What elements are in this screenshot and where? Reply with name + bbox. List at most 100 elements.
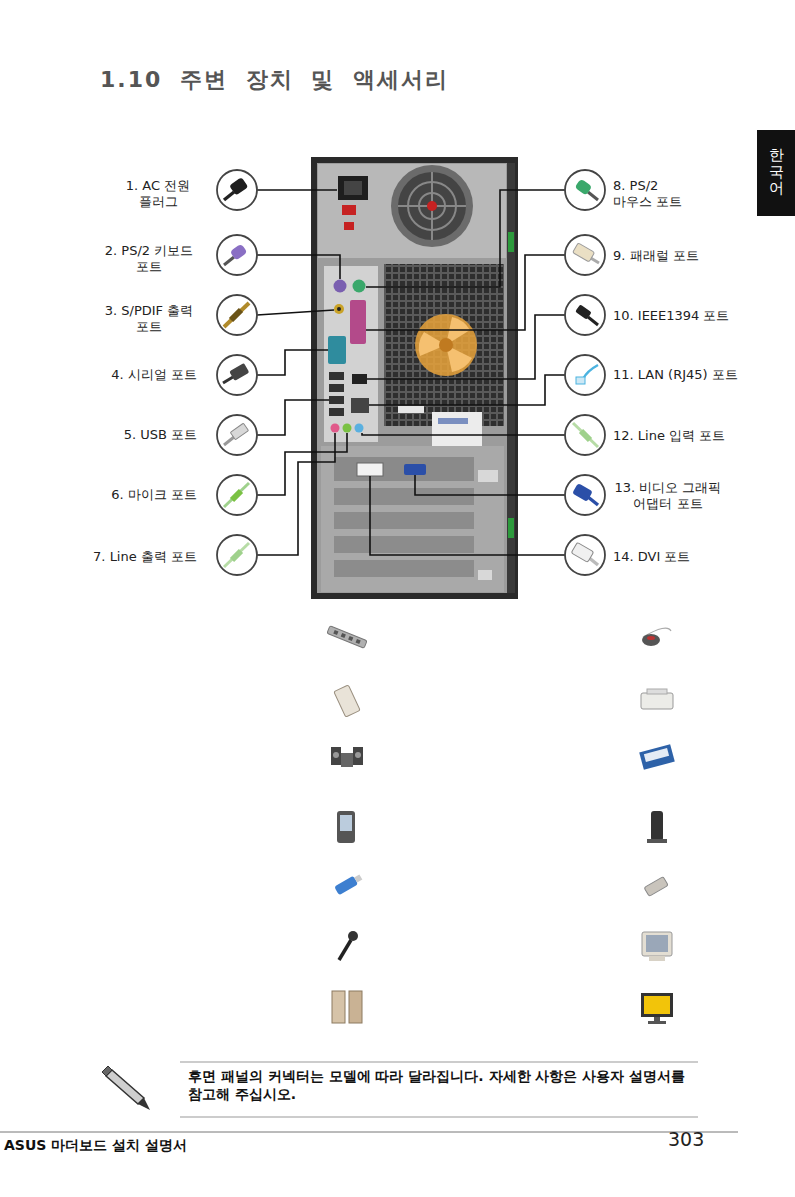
expansion-slots — [334, 457, 474, 481]
connector-icon — [232, 491, 241, 500]
connector-icon — [224, 483, 249, 507]
peripheral-icon — [647, 636, 655, 640]
io-panel — [324, 266, 378, 442]
power-supply — [318, 164, 506, 258]
note-icon — [102, 1066, 150, 1110]
connector-icon — [565, 475, 605, 515]
connector-icon — [224, 192, 234, 200]
note-rule — [180, 1117, 698, 1118]
peripheral-icon — [334, 876, 358, 896]
peripheral-icon — [333, 752, 339, 758]
peripheral-icon — [339, 931, 358, 960]
peripheral-icon — [356, 639, 361, 644]
connector-icon — [224, 303, 249, 327]
io-panel — [343, 424, 352, 433]
callout-label: 12. Line 입력 포트 — [613, 428, 725, 444]
connector-icon — [230, 423, 248, 440]
leader-line — [362, 433, 565, 435]
connector-icon — [224, 543, 249, 567]
peripheral-icon — [331, 747, 341, 765]
leader-line — [367, 315, 565, 379]
connector-icon — [575, 179, 593, 196]
power-supply — [318, 164, 506, 258]
io-panel — [355, 424, 364, 433]
peripheral-icon — [333, 630, 338, 635]
peripheral-icon — [348, 931, 358, 941]
peripheral-icon — [349, 991, 362, 1023]
io-panel — [350, 300, 366, 344]
connector-icon — [573, 243, 595, 262]
power-supply — [344, 222, 354, 230]
connector-icon — [565, 170, 605, 210]
peripheral-icon — [339, 940, 351, 960]
connector-icon — [217, 295, 257, 335]
io-panel — [337, 307, 341, 311]
connector-icon — [217, 170, 257, 210]
power-supply — [344, 181, 362, 195]
peripheral-icon — [641, 993, 673, 1017]
io-panel — [351, 398, 369, 413]
io-panel — [329, 396, 344, 404]
peripheral-icon — [327, 626, 367, 648]
peripheral-icon — [340, 815, 352, 831]
leader-line — [370, 476, 565, 555]
connector-icon — [565, 295, 605, 335]
note-icon — [106, 1070, 144, 1104]
peripheral-icon — [337, 811, 355, 843]
peripheral-icon — [647, 811, 667, 843]
connector-icon — [217, 295, 257, 335]
connector-icon — [217, 235, 257, 275]
connector-icon — [229, 363, 249, 381]
case-fan — [438, 418, 468, 424]
leader-line — [366, 190, 565, 287]
note-rule — [180, 1062, 698, 1063]
leader-line — [257, 350, 328, 375]
expansion-slots — [478, 470, 498, 482]
peripheral-icon — [332, 991, 345, 1023]
pc-tower — [311, 157, 518, 599]
expansion-slots — [334, 560, 474, 577]
page-number: 303 — [668, 1128, 704, 1152]
leader-line — [257, 310, 334, 315]
peripheral-icon — [642, 932, 672, 961]
leader-line — [257, 189, 337, 191]
note-text: 후면 패널의 커넥터는 모델에 따라 달라집니다. 자세한 사항은 사용자 설명… — [188, 1068, 700, 1103]
leader-line — [415, 475, 565, 495]
pc-tower — [507, 163, 515, 593]
peripheral-icon — [641, 993, 673, 1024]
peripheral-icon — [648, 1021, 666, 1024]
leader-line — [257, 190, 565, 555]
connector-icon — [217, 355, 257, 395]
expansion-slots — [334, 536, 474, 553]
expansion-slots — [404, 464, 426, 475]
callout-label: 14. DVI 포트 — [613, 549, 690, 565]
leader-line — [257, 433, 347, 495]
peripheral-icon — [642, 932, 672, 956]
io-panel — [353, 280, 366, 293]
case-fan — [384, 264, 504, 426]
note-icon — [138, 1098, 150, 1110]
connector-icon — [217, 235, 257, 275]
footer-title: ASUS 마더보드 설치 설명서 — [4, 1137, 187, 1155]
connector-icon — [576, 377, 585, 384]
connector-icon — [588, 192, 598, 200]
peripheral-icon — [639, 744, 675, 770]
callout-label: 6. 마이크 포트 — [111, 487, 197, 503]
io-panel — [352, 374, 367, 384]
leader-line — [257, 255, 340, 279]
power-supply — [338, 176, 368, 200]
pc-tower — [317, 163, 507, 593]
peripheral-icon — [654, 1017, 660, 1021]
peripheral-icon — [353, 747, 363, 765]
callout-label: 10. IEEE1394 포트 — [613, 308, 730, 324]
connector-icon — [217, 170, 257, 210]
peripheral-icon — [644, 877, 668, 897]
connector-icon — [217, 535, 257, 575]
peripheral-icon — [341, 633, 346, 638]
connector-icon — [565, 235, 605, 275]
connector-icon — [217, 475, 257, 515]
peripheral-icon — [354, 874, 362, 882]
peripheral-icon — [331, 747, 363, 767]
leader-line — [257, 400, 329, 435]
